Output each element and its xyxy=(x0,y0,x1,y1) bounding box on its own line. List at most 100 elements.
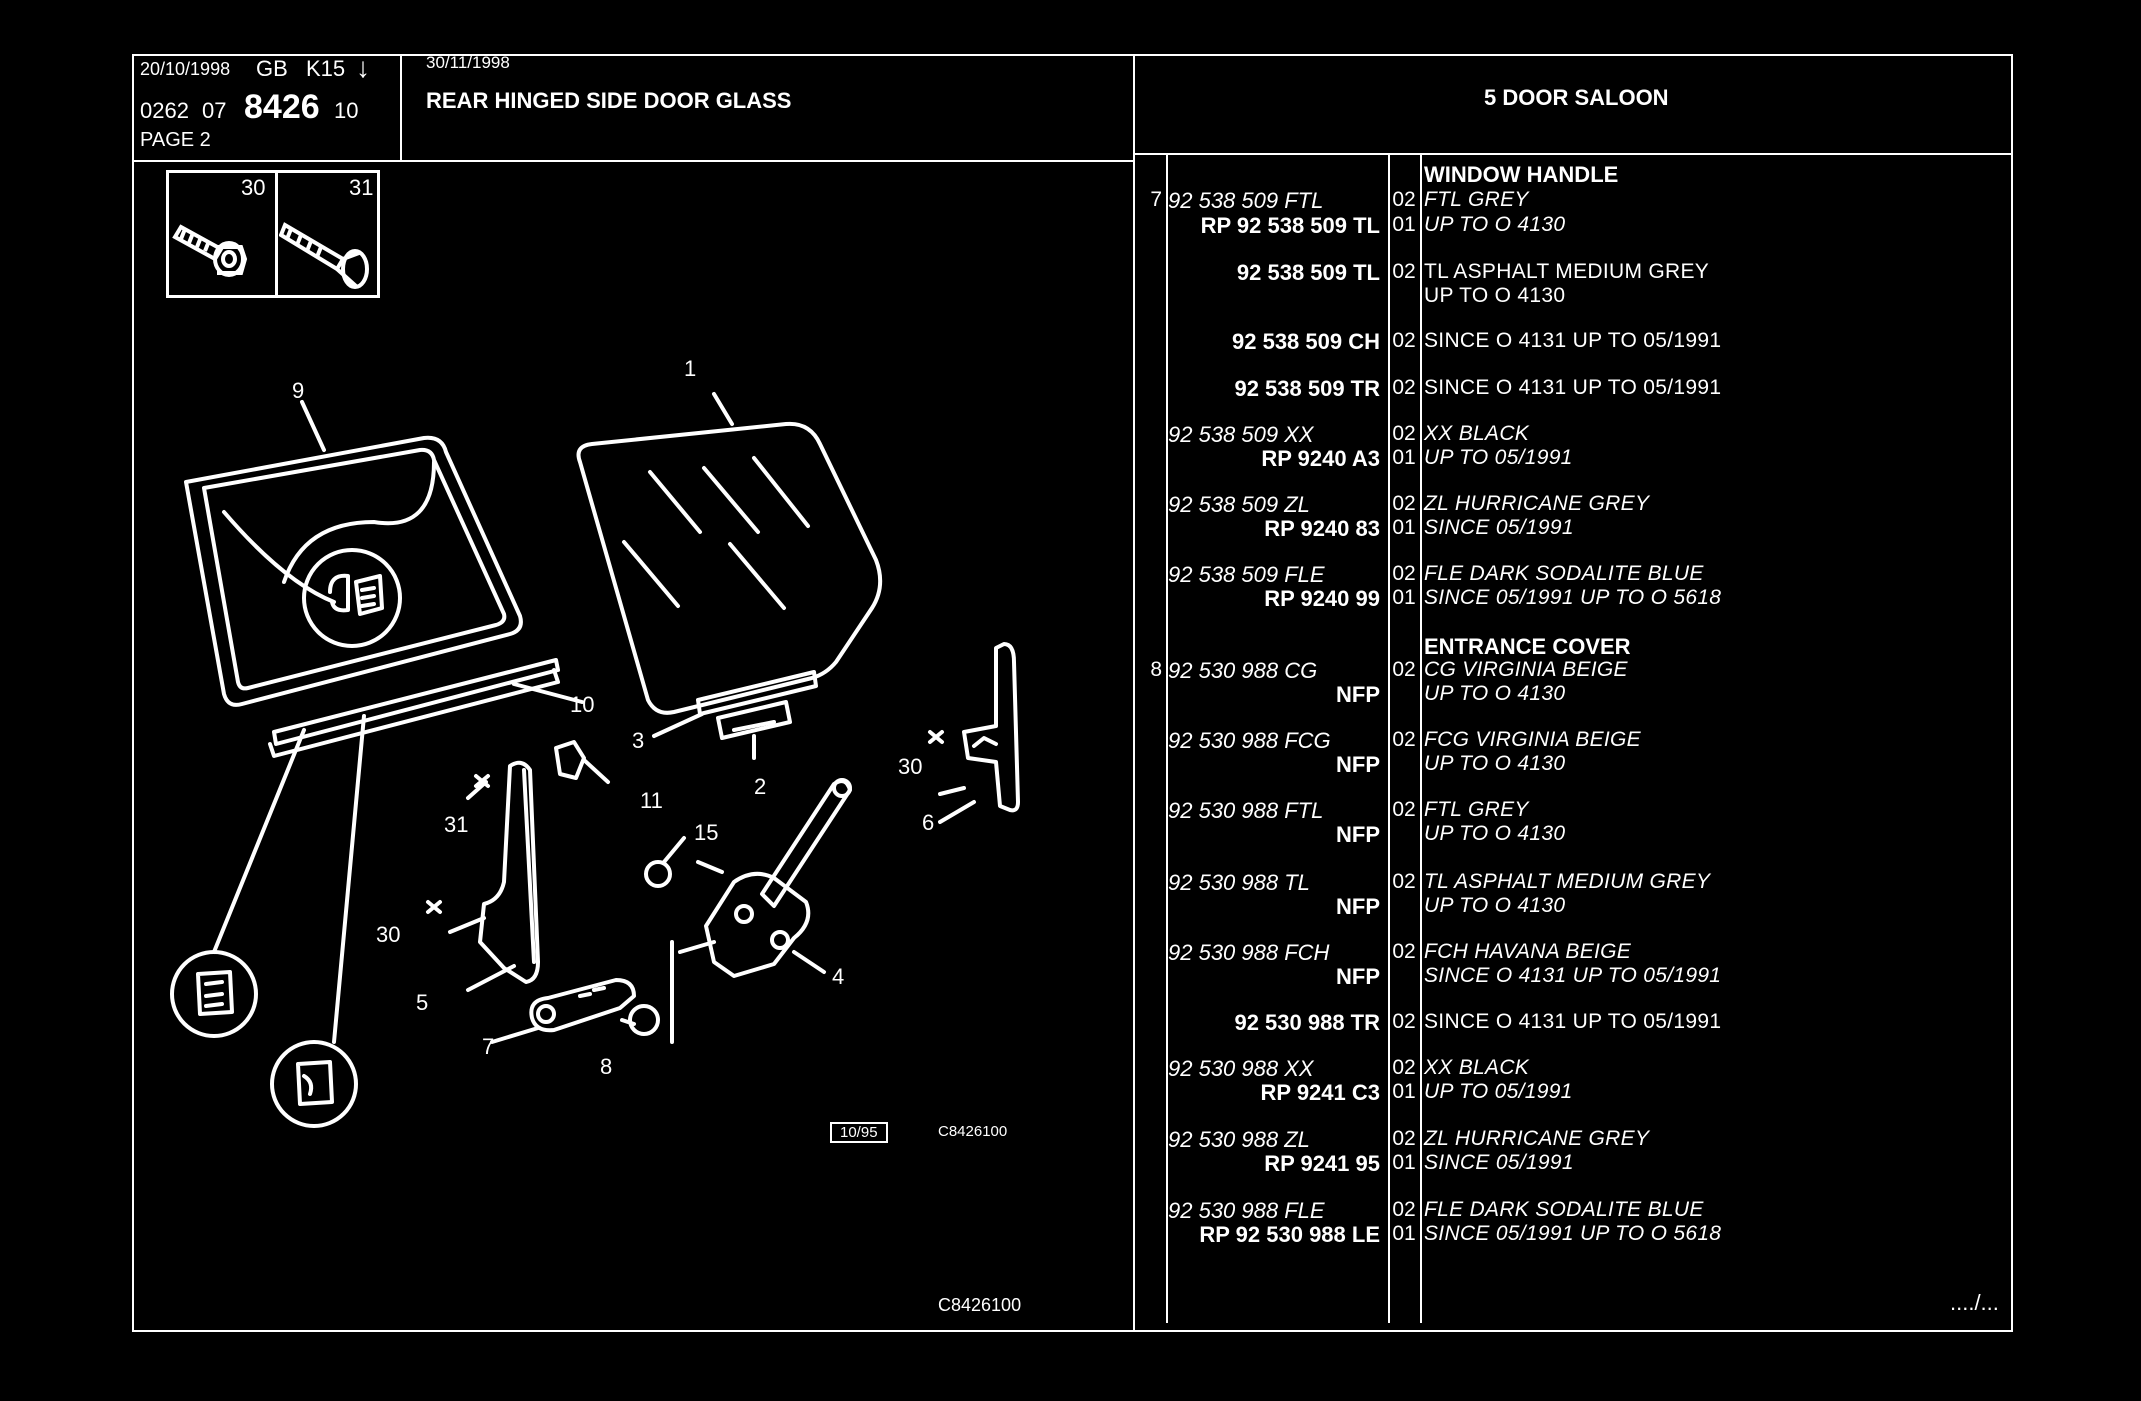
row-part-number: 92 538 509 TL xyxy=(1236,260,1380,285)
row-description: ZL HURRICANE GREY xyxy=(1424,1127,1650,1150)
header-date-left: 20/10/1998 xyxy=(140,59,231,79)
row-description: FLE DARK SODALITE BLUE xyxy=(1424,1198,1704,1221)
header-code-a: 0262 xyxy=(140,98,189,123)
row-part-number: 92 538 509 TR xyxy=(1234,376,1380,401)
row-description: SINCE 05/1991 UP TO O 5618 xyxy=(1424,586,1722,609)
row-description: SINCE O 4131 UP TO 05/1991 xyxy=(1424,964,1722,987)
row-part-number: 92 530 988 TL xyxy=(1168,870,1310,895)
row-part-number: 92 538 509 CH xyxy=(1232,329,1380,354)
arrow-down-icon: ↓ xyxy=(356,52,370,83)
row-description: FLE DARK SODALITE BLUE xyxy=(1424,562,1704,585)
row-qty: 01 xyxy=(1392,1080,1416,1103)
row-ref-no: 8 xyxy=(1150,658,1162,681)
callout-10: 10 xyxy=(570,692,595,717)
row-part-number: 92 538 509 XX xyxy=(1168,422,1314,447)
header-bottom-left xyxy=(132,160,1135,162)
table-row: 92 538 509 XX 02 XX BLACK xyxy=(0,422,2141,447)
callout-8: 8 xyxy=(600,1054,613,1079)
row-description: UP TO O 4130 xyxy=(1424,284,1566,307)
table-col-divider-2 xyxy=(1388,153,1390,1323)
seal-frame-part xyxy=(184,435,523,707)
callout-1: 1 xyxy=(684,356,697,381)
window-glass-part xyxy=(576,421,883,715)
row-part-number: NFP xyxy=(1336,964,1380,989)
header-country: GB xyxy=(256,56,288,81)
row-part-number: RP 9241 95 xyxy=(1264,1151,1380,1176)
callout-7: 7 xyxy=(482,1034,495,1059)
callout-5: 5 xyxy=(416,990,429,1015)
callout-11: 11 xyxy=(640,788,663,813)
row-description: UP TO O 4130 xyxy=(1424,752,1566,775)
row-qty: 02 xyxy=(1392,1198,1416,1221)
row-part-number: NFP xyxy=(1336,752,1380,777)
page-frame xyxy=(132,54,2013,1332)
row-part-number: 92 530 988 ZL xyxy=(1168,1127,1310,1152)
row-description: ZL HURRICANE GREY xyxy=(1424,492,1650,515)
front-guide-part xyxy=(478,760,540,984)
row-description: UP TO O 4130 xyxy=(1424,894,1566,917)
fastener-inset: 30 31 xyxy=(166,170,380,298)
section-heading-text: ENTRANCE COVER xyxy=(1424,634,1631,659)
table-row: UP TO O 4130 xyxy=(0,284,2141,308)
callout-31: 31 xyxy=(444,812,469,837)
body-type: 5 DOOR SALOON xyxy=(1484,85,1669,110)
diagram-ref-inline: C8426100 xyxy=(938,1123,1008,1140)
row-description: SINCE 05/1991 UP TO O 5618 xyxy=(1424,1222,1722,1245)
row-qty: 02 xyxy=(1392,658,1416,681)
row-part-number: 92 530 988 FTL xyxy=(1168,798,1324,823)
row-qty: 02 xyxy=(1392,870,1416,893)
callout-30-left: 30 xyxy=(376,922,401,947)
row-description: UP TO O 4130 xyxy=(1424,682,1566,705)
table-row: 92 538 509 CH 02 SINCE O 4131 UP TO 05/199… xyxy=(0,329,2141,354)
row-part-number: 92 538 509 FTL xyxy=(1168,188,1324,213)
row-qty: 01 xyxy=(1392,586,1416,609)
table-row: NFP SINCE O 4131 UP TO 05/1991 xyxy=(0,964,2141,989)
main-divider xyxy=(1133,54,1135,1332)
row-qty: 02 xyxy=(1392,422,1416,445)
bolt-nut-icon xyxy=(172,224,248,277)
row-qty: 01 xyxy=(1392,516,1416,539)
section-heading: ENTRANCE COVER xyxy=(0,634,2141,659)
header-model: K15 xyxy=(306,56,346,81)
row-part-number: NFP xyxy=(1336,822,1380,847)
header-bottom-right xyxy=(1133,153,2013,155)
row-part-number: 92 530 988 XX xyxy=(1168,1056,1314,1081)
row-description: FCH HAVANA BEIGE xyxy=(1424,940,1632,963)
callout-2: 2 xyxy=(754,774,767,799)
row-description: SINCE 05/1991 xyxy=(1424,1151,1574,1174)
row-part-number: RP 9240 A3 xyxy=(1261,446,1380,471)
continued-marker: ..../... xyxy=(1950,1290,1999,1315)
row-part-number: 92 530 988 FCG xyxy=(1168,728,1331,753)
row-qty: 01 xyxy=(1392,1222,1416,1245)
row-description: TL ASPHALT MEDIUM GREY xyxy=(1424,870,1711,893)
inset-label-30: 30 xyxy=(241,175,266,200)
row-qty: 02 xyxy=(1392,1127,1416,1150)
row-description: SINCE O 4131 UP TO 05/1991 xyxy=(1424,1010,1722,1033)
row-description: SINCE O 4131 UP TO 05/1991 xyxy=(1424,329,1722,352)
row-description: FTL GREY xyxy=(1424,188,1529,211)
row-qty: 02 xyxy=(1392,188,1416,211)
row-part-number: RP 9240 83 xyxy=(1264,516,1380,541)
header-page: PAGE 2 xyxy=(140,129,211,151)
row-part-number: 92 530 988 TR xyxy=(1234,1010,1380,1035)
row-description: XX BLACK xyxy=(1424,422,1530,445)
header-divider xyxy=(400,54,402,162)
row-part-number: 92 538 509 FLE xyxy=(1168,562,1325,587)
row-qty: 02 xyxy=(1392,1056,1416,1079)
row-description: UP TO 05/1991 xyxy=(1424,1080,1573,1103)
row-qty: 02 xyxy=(1392,329,1416,352)
